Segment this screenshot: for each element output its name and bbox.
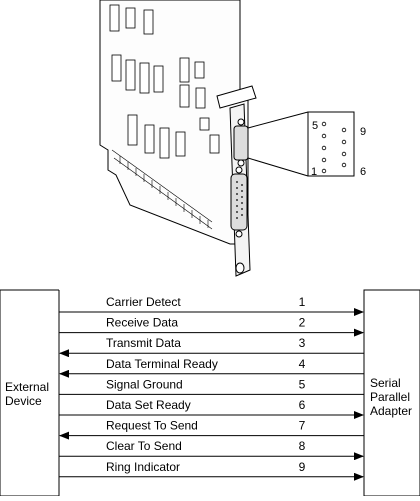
pin-holes [321,121,347,174]
db9-connector [233,118,249,167]
signal-label: Request To Send [106,419,198,433]
signal-pin-number: 6 [299,398,306,412]
pin-label-1: 1 [311,166,317,178]
external-device-box [0,289,60,497]
edge-connector [111,149,213,230]
signal-label: Data Terminal Ready [106,357,218,371]
external-device-label: External Device [5,380,52,408]
external-device-line-2: Device [5,394,42,408]
signal-label: Clear To Send [106,439,182,453]
signal-pin-number: 9 [299,460,306,474]
pin-label-5: 5 [312,120,318,132]
signal-label: Carrier Detect [106,295,181,309]
pin-label-9: 9 [360,126,366,138]
signal-label: Data Set Ready [106,398,191,412]
signal-row: Ring Indicator 9 [59,460,364,481]
pinout-box [307,111,355,177]
signal-label: Signal Ground [106,377,183,391]
circuit-board [99,0,249,245]
serial-adapter-line-1: Serial [370,376,401,390]
pin-label-6: 6 [360,166,366,178]
wiring-diagram: External Device Serial Parallel Adapter … [0,289,420,497]
signal-label: Receive Data [106,316,178,330]
signal-label: Transmit Data [106,336,181,350]
serial-adapter-line-2: Parallel [370,390,410,404]
signal-row: Request To Send 7 [59,419,364,440]
db25-connector [230,166,248,238]
callout-line-bottom [247,157,309,177]
signal-row: Transmit Data 3 [59,336,364,358]
signal-row: Clear To Send 8 [59,439,364,461]
signal-pin-number: 8 [299,439,306,453]
signal-label: Ring Indicator [106,460,180,474]
signal-row: Data Set Ready 6 [59,398,364,419]
serial-adapter-box [363,289,420,497]
expansion-card-illustration [99,0,309,277]
signal-pin-number: 4 [299,357,306,371]
serial-adapter-label: Serial Parallel Adapter [370,376,413,418]
pinout-callout: 5 9 1 6 [307,111,366,178]
signal-pin-number: 1 [299,295,306,309]
signal-pin-number: 7 [299,419,306,433]
board-chips [109,4,220,159]
signal-row: Receive Data 2 [59,316,364,337]
callout-line-top [247,111,309,129]
signal-pin-number: 3 [299,336,306,350]
signal-row: Signal Ground 5 [59,377,364,395]
serial-adapter-line-3: Adapter [370,404,412,418]
signal-pin-number: 5 [299,377,306,391]
external-device-line-1: External [5,380,49,394]
signal-row: Carrier Detect 1 [59,295,364,316]
signal-row: Data Terminal Ready 4 [59,357,364,378]
signal-pin-number: 2 [299,316,306,330]
